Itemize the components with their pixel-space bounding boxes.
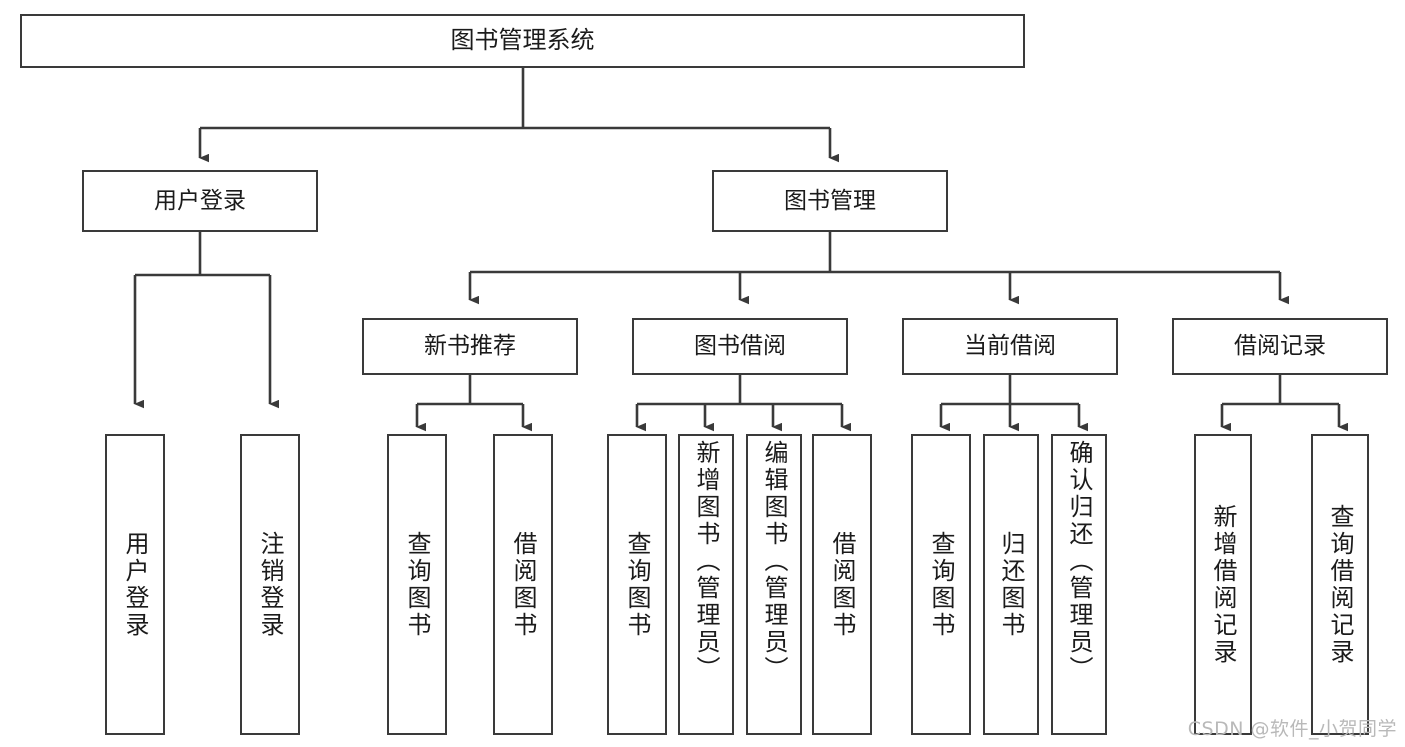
leaf-recommend-borrow-book[interactable]: 借阅图书	[493, 434, 553, 735]
node-borrow-records[interactable]: 借阅记录	[1172, 318, 1388, 375]
node-label: 图书借阅	[694, 333, 786, 360]
node-label: 归还图书	[997, 530, 1025, 639]
leaf-records-add-record[interactable]: 新增借阅记录	[1194, 434, 1252, 735]
node-new-book-recommend[interactable]: 新书推荐	[362, 318, 578, 375]
leaf-borrow-borrow-book[interactable]: 借阅图书	[812, 434, 872, 735]
node-label: 图书管理	[784, 187, 876, 214]
node-label: 查询图书	[927, 530, 955, 639]
leaf-recommend-query-book[interactable]: 查询图书	[387, 434, 447, 735]
node-book-management[interactable]: 图书管理	[712, 170, 948, 232]
node-label: 编辑图书（管理员）	[760, 440, 788, 683]
node-label: 借阅图书	[509, 530, 537, 639]
leaf-records-query-record[interactable]: 查询借阅记录	[1311, 434, 1369, 735]
node-label: 新书推荐	[424, 333, 516, 360]
node-label: 借阅图书	[828, 530, 856, 639]
leaf-borrow-edit-book-admin[interactable]: 编辑图书（管理员）	[746, 434, 802, 735]
node-label: 新增图书（管理员）	[692, 440, 720, 683]
node-label: 查询图书	[623, 530, 651, 639]
leaf-current-query-book[interactable]: 查询图书	[911, 434, 971, 735]
node-book-borrow[interactable]: 图书借阅	[632, 318, 848, 375]
node-label: 借阅记录	[1234, 333, 1326, 360]
node-label: 用户登录	[121, 530, 149, 639]
leaf-current-confirm-return-admin[interactable]: 确认归还（管理员）	[1051, 434, 1107, 735]
node-user-login[interactable]: 用户登录	[82, 170, 318, 232]
node-label: 注销登录	[256, 530, 284, 639]
node-label: 当前借阅	[964, 333, 1056, 360]
leaf-user-login-login[interactable]: 用户登录	[105, 434, 165, 735]
node-label: 图书管理系统	[450, 26, 595, 55]
node-label: 查询借阅记录	[1326, 503, 1354, 666]
node-label: 确认归还（管理员）	[1065, 440, 1093, 683]
node-label: 查询图书	[403, 530, 431, 639]
leaf-borrow-query-book[interactable]: 查询图书	[607, 434, 667, 735]
leaf-user-login-logout[interactable]: 注销登录	[240, 434, 300, 735]
node-current-borrow[interactable]: 当前借阅	[902, 318, 1118, 375]
watermark-text: CSDN @软件_小贺同学	[1187, 718, 1397, 740]
node-root-system[interactable]: 图书管理系统	[20, 14, 1025, 68]
leaf-borrow-add-book-admin[interactable]: 新增图书（管理员）	[678, 434, 734, 735]
node-label: 新增借阅记录	[1209, 503, 1237, 666]
leaf-current-return-book[interactable]: 归还图书	[983, 434, 1039, 735]
node-label: 用户登录	[154, 187, 246, 214]
